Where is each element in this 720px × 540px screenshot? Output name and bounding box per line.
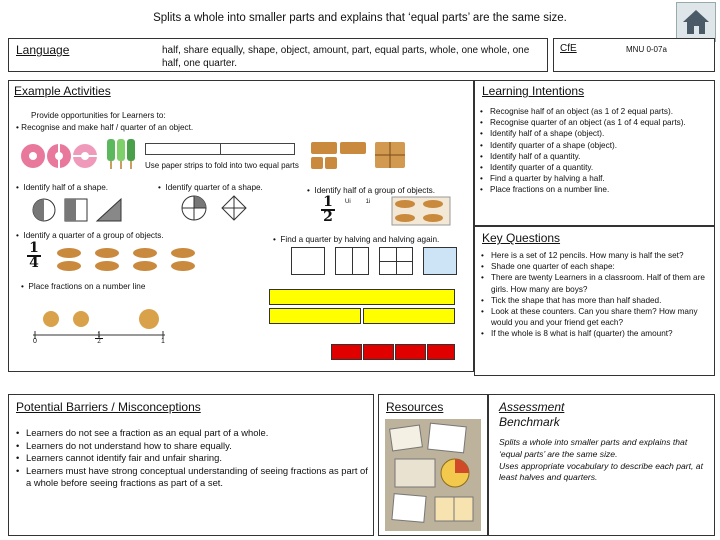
barrier-item: Learners do not see a fraction as an equ… — [16, 427, 368, 440]
example-item-4: • Identify half of a group of objects. — [307, 186, 436, 195]
paper-strip — [145, 143, 295, 155]
example-item-7: • Place fractions on a number line — [21, 282, 146, 291]
key-question-item: If the whole is 8 what is half (quarter)… — [481, 328, 713, 339]
barrier-item: Learners must have strong conceptual und… — [16, 465, 368, 490]
home-icon — [683, 10, 709, 34]
benchmark-header: Benchmark — [499, 415, 560, 429]
resources-photo — [385, 419, 481, 531]
half-fraction-labels: Ui 1i — [345, 199, 371, 205]
learning-intentions-header: Learning Intentions — [482, 84, 585, 98]
example-item-3: • Identify quarter of a shape. — [158, 183, 263, 192]
language-panel: Language half, share equally, shape, obj… — [8, 38, 548, 72]
key-question-item: Tick the shape that has more than half s… — [481, 295, 713, 306]
page-title: Splits a whole into smaller parts and ex… — [153, 12, 567, 24]
cfe-code: MNU 0-07a — [626, 45, 667, 54]
biscuits-image — [309, 139, 409, 176]
key-question-item: Look at these counters. Can you share th… — [481, 306, 713, 328]
language-words: half, share equally, shape, object, amou… — [162, 45, 530, 69]
donuts-image — [19, 141, 99, 176]
learning-item: Identify quarter of a shape (object). — [480, 140, 712, 151]
biscuit-group-image — [391, 196, 451, 231]
halving-diagram — [291, 247, 461, 277]
example-item-1: • Recognise and make half / quarter of a… — [16, 123, 194, 132]
paper-strip-caption: Use paper strips to fold into two equal … — [145, 161, 299, 170]
key-questions-header: Key Questions — [482, 231, 561, 245]
learning-item: Identify half of a shape (object). — [480, 128, 712, 139]
barriers-list: Learners do not see a fraction as an equ… — [16, 427, 368, 490]
barriers-header: Potential Barriers / Misconceptions — [16, 400, 201, 414]
numberline-0: 0 — [33, 338, 37, 345]
cfe-label: CfE — [560, 43, 577, 54]
ice-lolly-image — [104, 137, 138, 176]
quarter-shapes-image — [179, 193, 259, 228]
cfe-panel: CfE MNU 0-07a — [553, 38, 715, 72]
language-header: Language — [16, 43, 70, 57]
example-item-6: • Find a quarter by halving and halving … — [273, 235, 440, 244]
learning-item: Identify half of a quantity. — [480, 151, 712, 162]
pizza-numberline-image — [29, 307, 169, 352]
half-shapes-image — [31, 196, 149, 229]
barrier-item: Learners do not understand how to share … — [16, 440, 368, 453]
barriers-panel: Potential Barriers / Misconceptions Lear… — [8, 394, 374, 536]
example-activities-panel: Example Activities Provide opportunities… — [8, 80, 474, 372]
barrier-item: Learners cannot identify fair and unfair… — [16, 452, 368, 465]
assessment-panel: Assessment Benchmark Splits a whole into… — [488, 394, 715, 536]
numberline-1: 1 — [161, 338, 165, 345]
home-button[interactable] — [676, 2, 716, 42]
example-intro: Provide opportunities for Learners to: — [31, 111, 166, 120]
fraction-strips-image — [269, 289, 457, 369]
resources-header: Resources — [386, 400, 444, 414]
learning-item: Place fractions on a number line. — [480, 184, 712, 195]
assessment-text: Splits a whole into smaller parts and ex… — [499, 437, 703, 483]
example-item-2: • Identify half of a shape. — [16, 183, 109, 192]
key-questions-panel: Key Questions Here is a set of 12 pencil… — [474, 226, 715, 376]
assessment-header: Assessment — [499, 400, 565, 414]
key-question-item: Shade one quarter of each shape: — [481, 261, 713, 272]
example-item-5: • Identify a quarter of a group of objec… — [16, 231, 164, 240]
key-questions-list: Here is a set of 12 pencils. How many is… — [481, 250, 713, 340]
learning-item: Recognise half of an object (as 1 of 2 e… — [480, 106, 712, 117]
resources-panel: Resources — [378, 394, 488, 536]
example-activities-header: Example Activities — [14, 84, 111, 98]
key-question-item: Here is a set of 12 pencils. How many is… — [481, 250, 713, 261]
learning-intentions-panel: Learning Intentions Recognise half of an… — [474, 80, 715, 226]
learning-item: Identify quarter of a quantity. — [480, 162, 712, 173]
key-question-item: There are twenty Learners in a classroom… — [481, 272, 713, 294]
quarter-group-image — [49, 244, 239, 279]
learning-intentions-list: Recognise half of an object (as 1 of 2 e… — [480, 106, 712, 196]
learning-item: Recognise quarter of an object (as 1 of … — [480, 117, 712, 128]
learning-item: Find a quarter by halving a half. — [480, 173, 712, 184]
